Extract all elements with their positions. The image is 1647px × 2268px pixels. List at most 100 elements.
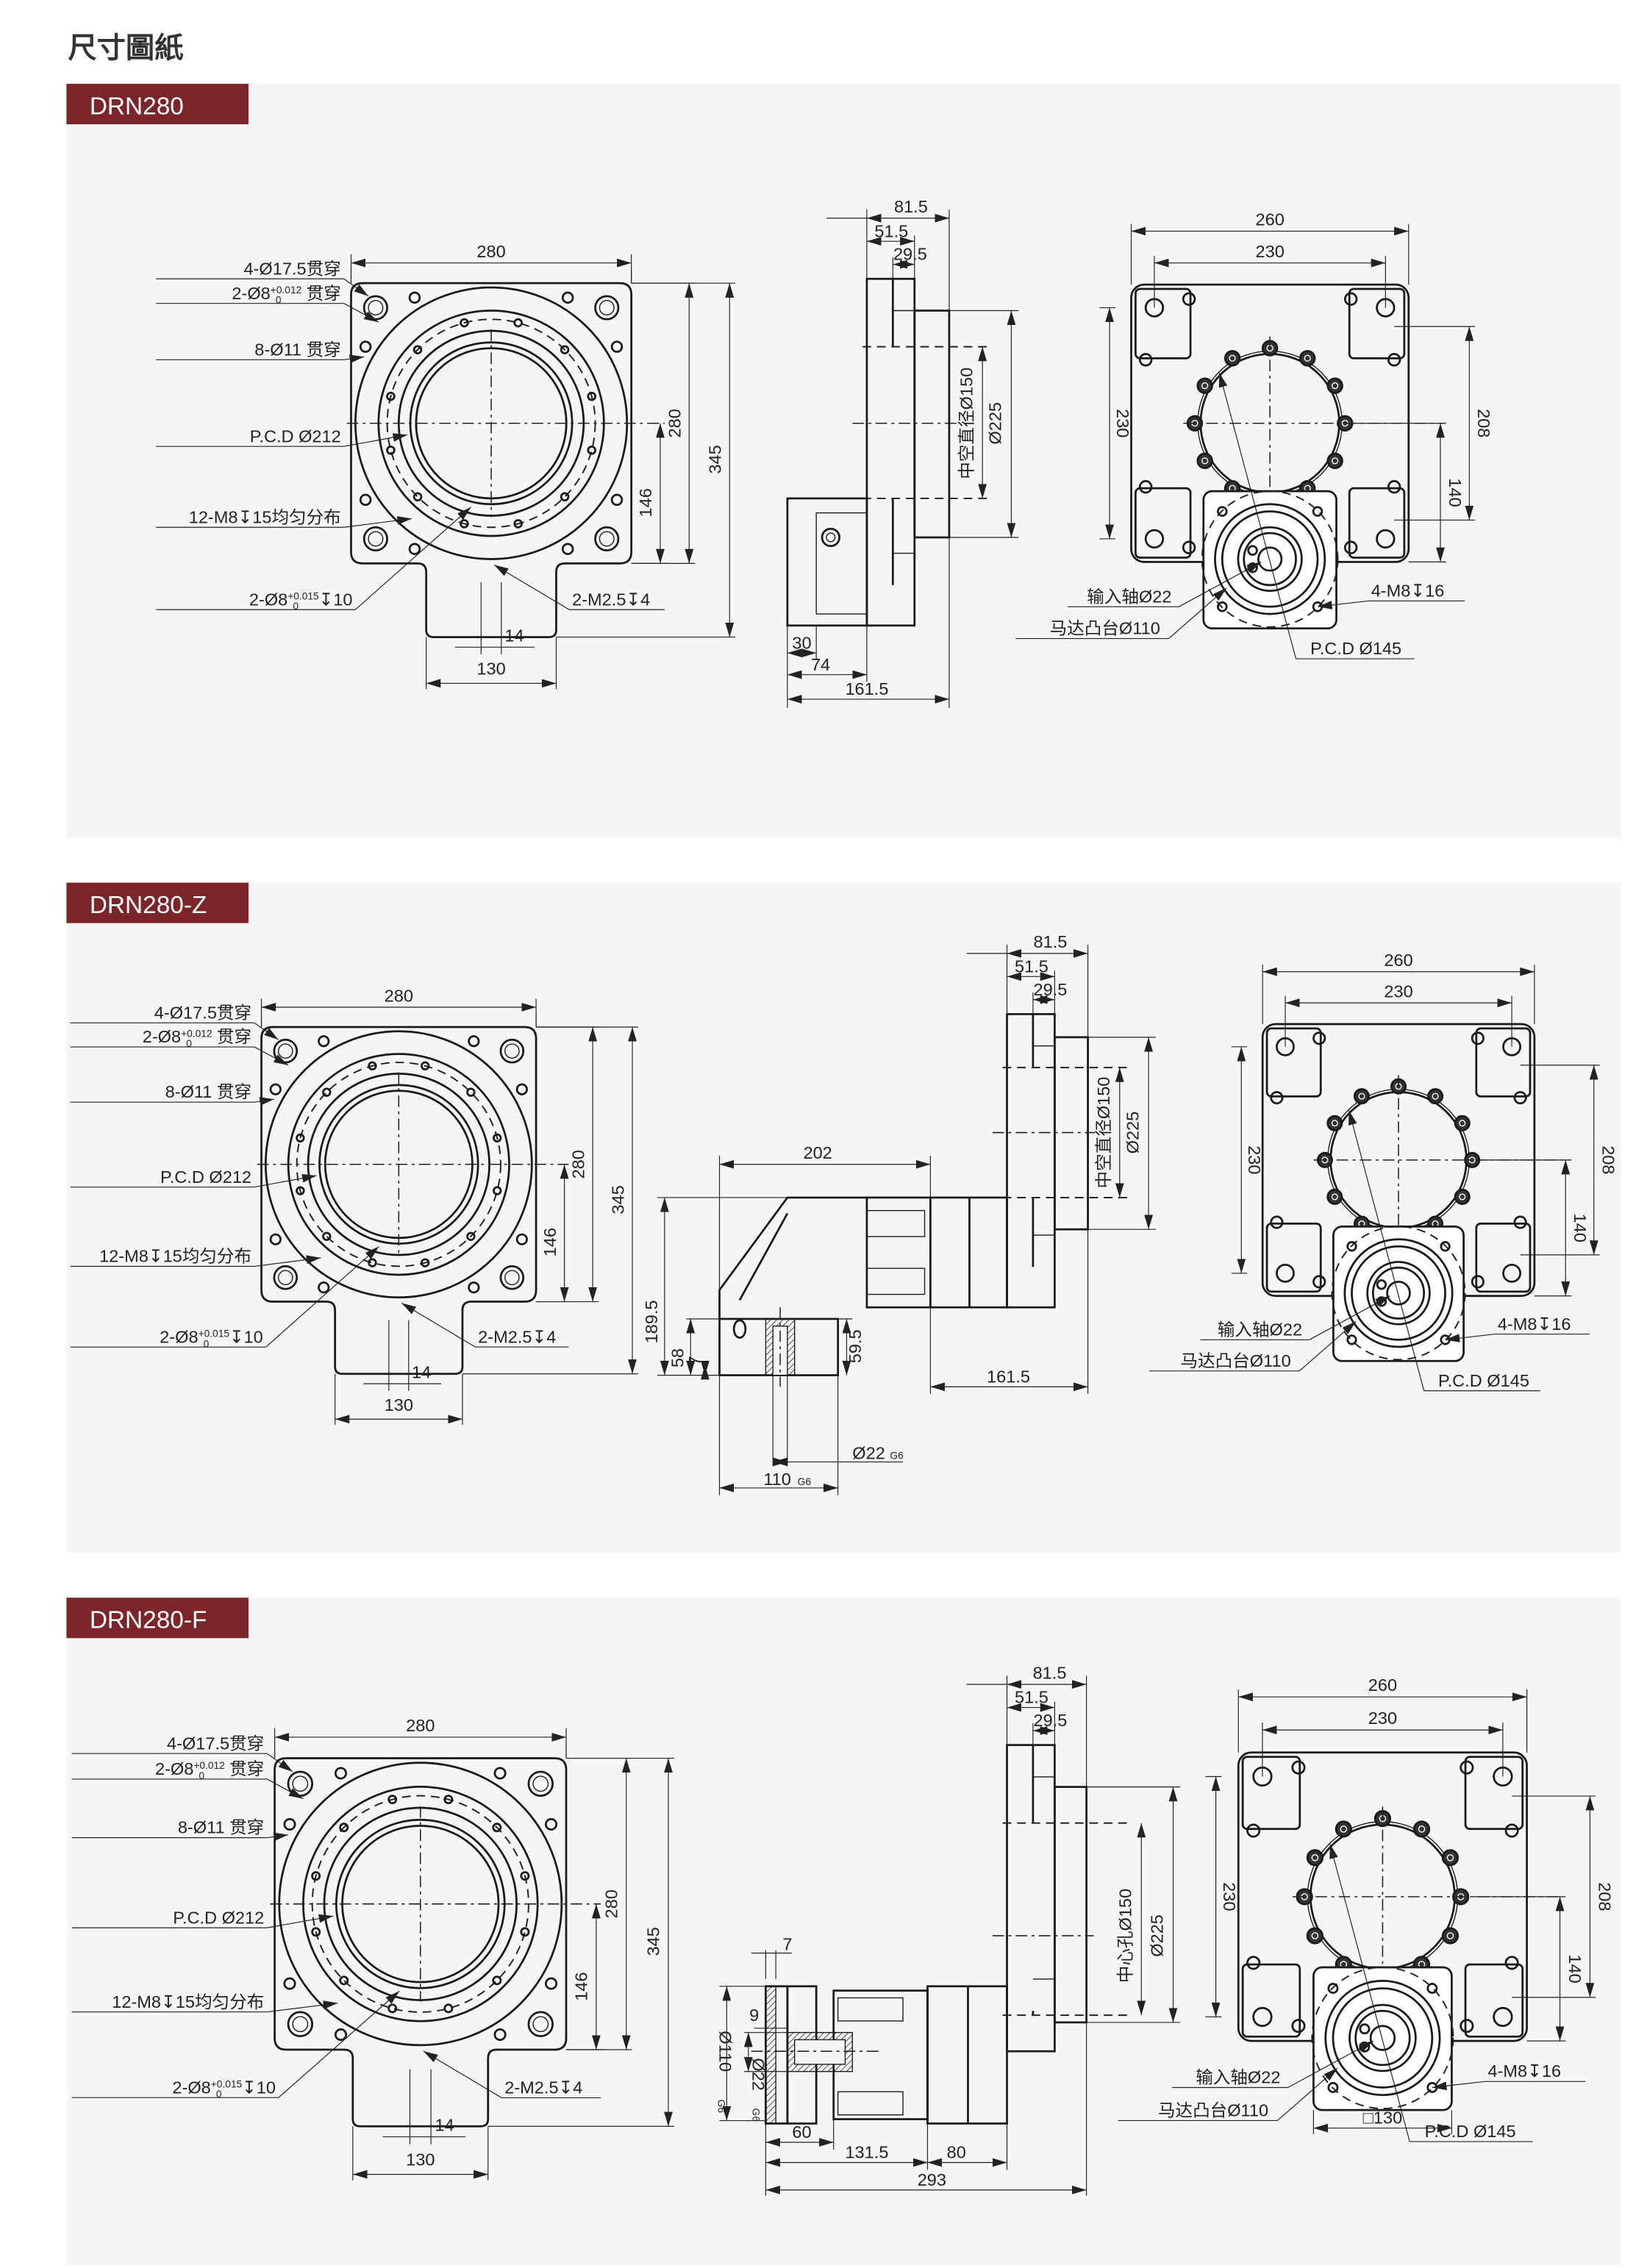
dimension-label: 280	[476, 242, 505, 261]
input-ring-inner	[1243, 532, 1297, 587]
tapped-hole	[368, 1061, 377, 1071]
motor-boss-inner	[1332, 1987, 1434, 2089]
output-boss	[913, 310, 951, 539]
pad-hole	[1387, 353, 1401, 367]
callout-part: 贯穿	[301, 284, 341, 303]
callout-input-shaft: 输入轴Ø22	[1196, 2067, 1280, 2086]
motor-boss	[1324, 1980, 1441, 2097]
callout-input-shaft: 输入轴Ø22	[1087, 587, 1171, 606]
bolt-center	[1311, 1854, 1319, 1861]
tapped-hole	[339, 1975, 349, 1986]
mount-hole	[359, 340, 372, 353]
thru-hole	[527, 1770, 554, 1797]
leader-line	[254, 1173, 317, 1188]
adapter-detail	[837, 1997, 904, 2022]
dimension-label: 208	[1474, 409, 1493, 437]
callout-input-shaft: 输入轴Ø22	[1218, 1320, 1302, 1339]
callout-pcd: P.C.D Ø212	[250, 426, 341, 446]
input-shaft	[1386, 1281, 1411, 1306]
dimension-label: 7	[685, 1356, 704, 1365]
dimension-label: 81.5	[1033, 1663, 1067, 1682]
tapped-hole	[493, 1186, 502, 1195]
bolt-head	[1306, 1849, 1323, 1867]
callout-motor-tapped: 4-M8↧16	[1371, 582, 1445, 601]
input-ring	[1348, 2003, 1417, 2072]
dimension-label: G6	[890, 1450, 904, 1462]
leader-line	[1298, 1320, 1357, 1372]
callout-tapped: 12-M8↧15均匀分布	[189, 507, 341, 526]
corner-pad	[1464, 1756, 1524, 1831]
pad-hole	[1504, 1956, 1519, 1970]
thru-hole	[362, 526, 388, 552]
callout-thru-holes: 4-Ø17.5贯穿	[167, 1734, 264, 1753]
gear-detail	[866, 1209, 926, 1237]
callout-part: ↧10	[229, 1327, 263, 1346]
tapped-hole	[493, 1133, 502, 1143]
bolt-center	[1331, 1120, 1338, 1127]
mount-hole	[610, 340, 624, 353]
dimension-label: 110	[763, 1470, 791, 1489]
leader-line	[267, 1832, 289, 1842]
model-tab	[66, 882, 249, 923]
pad-hole	[1312, 1031, 1326, 1045]
leader-line	[1445, 1334, 1496, 1343]
coupling-hole	[1376, 1279, 1387, 1290]
leader-line	[1309, 1295, 1390, 1340]
callout-part: +0.015	[287, 590, 319, 601]
section-drn280: DRN280	[66, 84, 1621, 838]
dimension-label: 29.5	[893, 245, 927, 264]
tapped-hole	[520, 1871, 530, 1881]
bolt-head	[1306, 1927, 1323, 1945]
mount-hole	[515, 1233, 528, 1245]
pad-hole	[1387, 479, 1401, 494]
coupling-hole	[1247, 545, 1258, 556]
leader-line	[1179, 561, 1262, 607]
corner-pad	[1475, 1223, 1532, 1293]
callout-part: 0	[186, 1038, 192, 1049]
leader-line	[493, 564, 570, 610]
bolt-center	[1332, 382, 1339, 390]
pad-hole	[1460, 2019, 1474, 2033]
pad-hole	[1246, 1956, 1261, 1970]
dimension-label: 208	[1596, 1882, 1615, 1911]
motor-tapped-hole	[1346, 1334, 1357, 1345]
corner-pad	[1135, 287, 1192, 359]
input-ring	[1237, 526, 1303, 593]
motor-tapped-hole	[1346, 1241, 1357, 1252]
thru-hole-inner	[504, 1270, 520, 1286]
pad-hole	[1138, 353, 1153, 367]
callout-part: ↧10	[318, 590, 352, 609]
dimension-label: G6	[716, 2100, 727, 2114]
pad-hole	[1270, 1091, 1284, 1105]
dimension-label: 29.5	[1034, 1711, 1068, 1730]
tapped-hole	[513, 318, 523, 328]
dimension-label: 81.5	[1034, 932, 1068, 951]
bolt-center	[1446, 1932, 1454, 1939]
tapped-hole	[466, 1231, 476, 1241]
housing-outline	[350, 282, 633, 638]
leader-line	[423, 2050, 502, 2098]
callout-pcd: P.C.D Ø212	[160, 1167, 251, 1187]
motor-tapped-hole	[1312, 506, 1323, 517]
dimension-label: 260	[1255, 210, 1284, 229]
pad-hole	[1246, 1823, 1261, 1838]
dimension-label: 345	[705, 445, 724, 473]
leader-line	[266, 1753, 293, 1772]
section-drn280-f: DRN280-F	[66, 1598, 1621, 2266]
tapped-hole	[296, 1186, 305, 1195]
bolt-center	[1201, 382, 1209, 390]
oil-port	[732, 1319, 747, 1339]
motor-boss	[1214, 503, 1326, 615]
callout-thru-holes: 4-Ø17.5贯穿	[243, 259, 340, 278]
motor-boss	[1343, 1238, 1454, 1348]
leader-line	[278, 1990, 400, 2098]
mount-hole	[334, 2028, 348, 2042]
dimension-label: Ø110	[716, 2031, 735, 2072]
callout-part: +0.012	[193, 1760, 224, 1771]
